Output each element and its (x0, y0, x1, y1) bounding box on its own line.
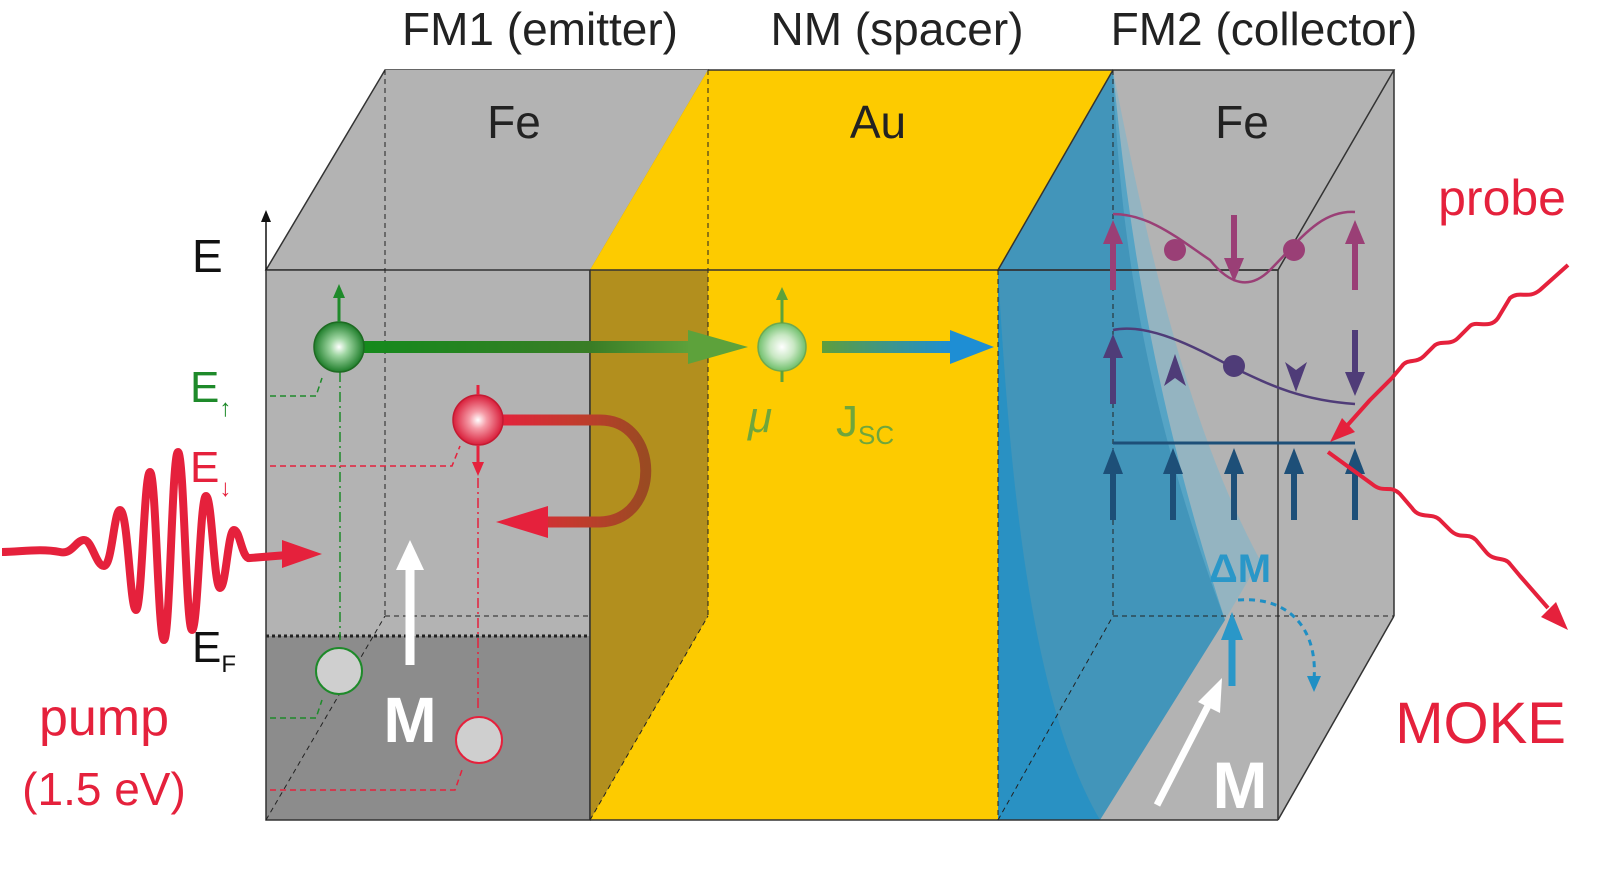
spin-current-arrow (822, 341, 952, 353)
spin-down-icon (472, 462, 484, 476)
energy-axis (261, 210, 271, 270)
fe-collector-block (996, 69, 1396, 821)
moke-label: MOKE (1395, 691, 1566, 756)
pump-arrowhead (282, 540, 322, 568)
spin-up-electron-au (757, 322, 807, 372)
energy-axis-label: E (192, 230, 223, 282)
delta-m-arrow (1221, 612, 1243, 640)
material-right-fe: Fe (1215, 96, 1269, 148)
pump-energy-label: (1.5 eV) (22, 763, 186, 815)
spin-accumulation-fade (1113, 70, 1260, 620)
moke-beam (1326, 450, 1550, 610)
reflected-spin-down-path (492, 414, 652, 528)
spin-up-icon (333, 284, 345, 298)
probe-beam (1343, 263, 1570, 430)
delta-m-label: ΔM (1209, 547, 1271, 591)
hole-spin-up (315, 647, 363, 695)
fermi-label: EF (192, 623, 236, 678)
material-au: Au (850, 96, 906, 148)
spin-wave-middle-row (1103, 327, 1365, 406)
mu-label: μ (747, 393, 772, 442)
header-nm: NM (spacer) (770, 3, 1023, 55)
hole-spin-down (455, 716, 503, 764)
material-left-fe: Fe (487, 96, 541, 148)
e-down-label: E↓ (190, 443, 231, 502)
probe-label: probe (1438, 170, 1566, 226)
spin-wave-top-row (1103, 210, 1365, 290)
header-fm2: FM2 (collector) (1111, 3, 1418, 55)
spin-down-electron (452, 394, 504, 446)
magnetization-right-arrow (1198, 678, 1222, 713)
mu-spin-icon (776, 287, 788, 300)
fe-emitter-front-face (266, 270, 590, 636)
magnetization-right-label: M (1213, 748, 1268, 822)
spin-accumulation-region (998, 70, 1225, 820)
energy-level-guides (270, 372, 479, 791)
precession-arc (1237, 598, 1316, 681)
magnetization-left-label: M (383, 684, 436, 756)
au-top-face (590, 70, 1113, 270)
spin-up-electron (313, 321, 365, 373)
jsc-label: JSC (836, 397, 894, 450)
pump-pulse-wave (1, 448, 301, 644)
spin-up-transport-arrow (360, 341, 690, 353)
e-up-label: E↑ (190, 363, 231, 422)
pump-label: pump (39, 689, 169, 747)
magnetization-left-arrow (396, 540, 424, 570)
header-fm1: FM1 (emitter) (402, 3, 678, 55)
spin-wave-bottom-row (1103, 441, 1365, 520)
